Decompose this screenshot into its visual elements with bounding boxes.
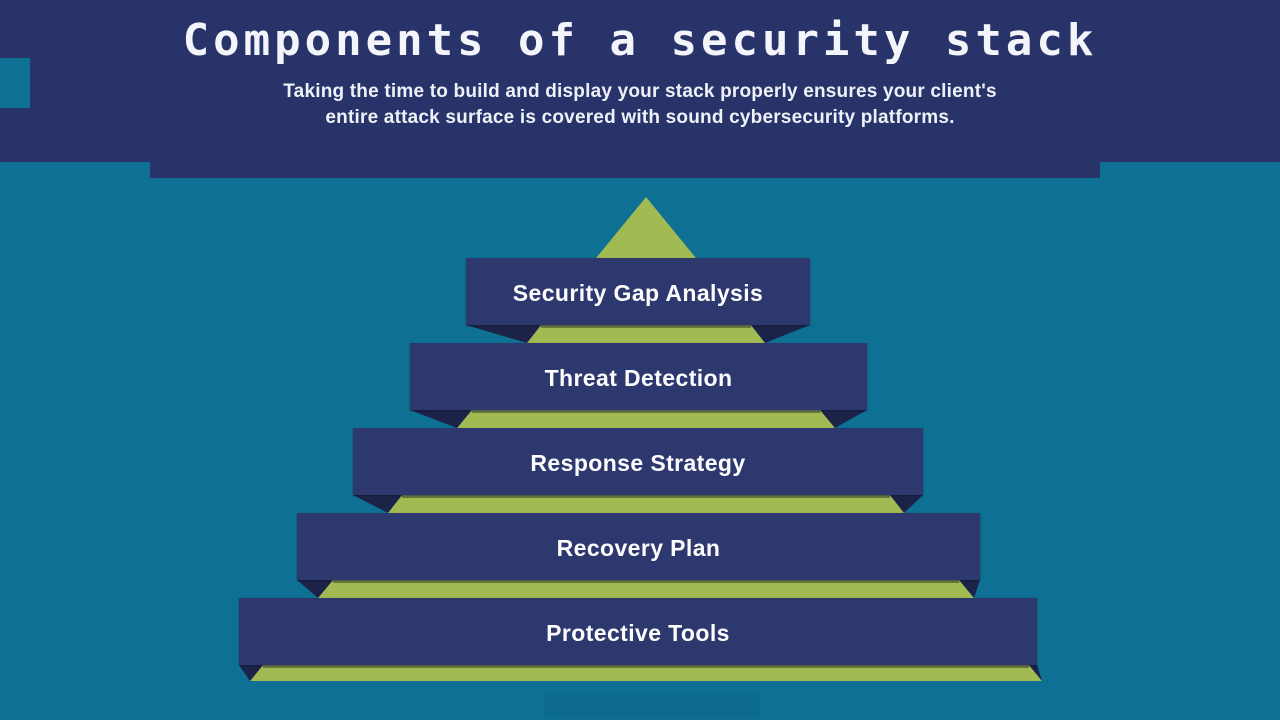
teal-accent-square (0, 58, 30, 108)
page-title: Components of a security stack (182, 14, 1098, 66)
header-band: Components of a security stack Taking th… (0, 0, 1280, 162)
ribbon-fold-left-2 (410, 410, 472, 428)
page-subtitle: Taking the time to build and display you… (0, 79, 1280, 131)
bar-shadow-3 (402, 495, 890, 498)
level-label: Recovery Plan (556, 535, 721, 561)
ribbon-fold-right-4 (959, 580, 980, 598)
ribbon-fold-right-3 (890, 495, 923, 513)
level-label: Security Gap Analysis (512, 280, 764, 306)
bar-shadow-5 (263, 665, 1029, 668)
ribbon-fold-left-5 (239, 665, 263, 681)
pyramid-level-security-gap-analysis: Security Gap Analysis (466, 258, 810, 325)
pyramid-level-response-strategy: Response Strategy (353, 428, 923, 495)
ribbon-fold-left-4 (297, 580, 333, 598)
bar-shadow-4 (333, 580, 959, 583)
level-label: Protective Tools (546, 620, 730, 646)
ribbon-fold-left-1 (466, 325, 541, 343)
ribbon-fold-left-3 (353, 495, 402, 513)
ribbon-fold-right-5 (1029, 665, 1042, 681)
ribbon-fold-right-2 (820, 410, 867, 428)
pyramid-level-recovery-plan: Recovery Plan (297, 513, 980, 580)
pyramid-level-protective-tools: Protective Tools (239, 598, 1037, 665)
level-label: Response Strategy (530, 450, 746, 476)
header-sub-bar (150, 162, 1100, 178)
ribbon-fold-right-1 (751, 325, 810, 343)
pyramid-level-threat-detection: Threat Detection (410, 343, 867, 410)
bar-shadow-2 (472, 410, 820, 413)
bar-shadow-1 (541, 325, 751, 328)
watermark-ghost (545, 692, 760, 718)
subtitle-line-2: entire attack surface is covered with so… (325, 107, 955, 128)
level-label: Threat Detection (544, 365, 733, 391)
subtitle-line-1: Taking the time to build and display you… (283, 81, 997, 102)
